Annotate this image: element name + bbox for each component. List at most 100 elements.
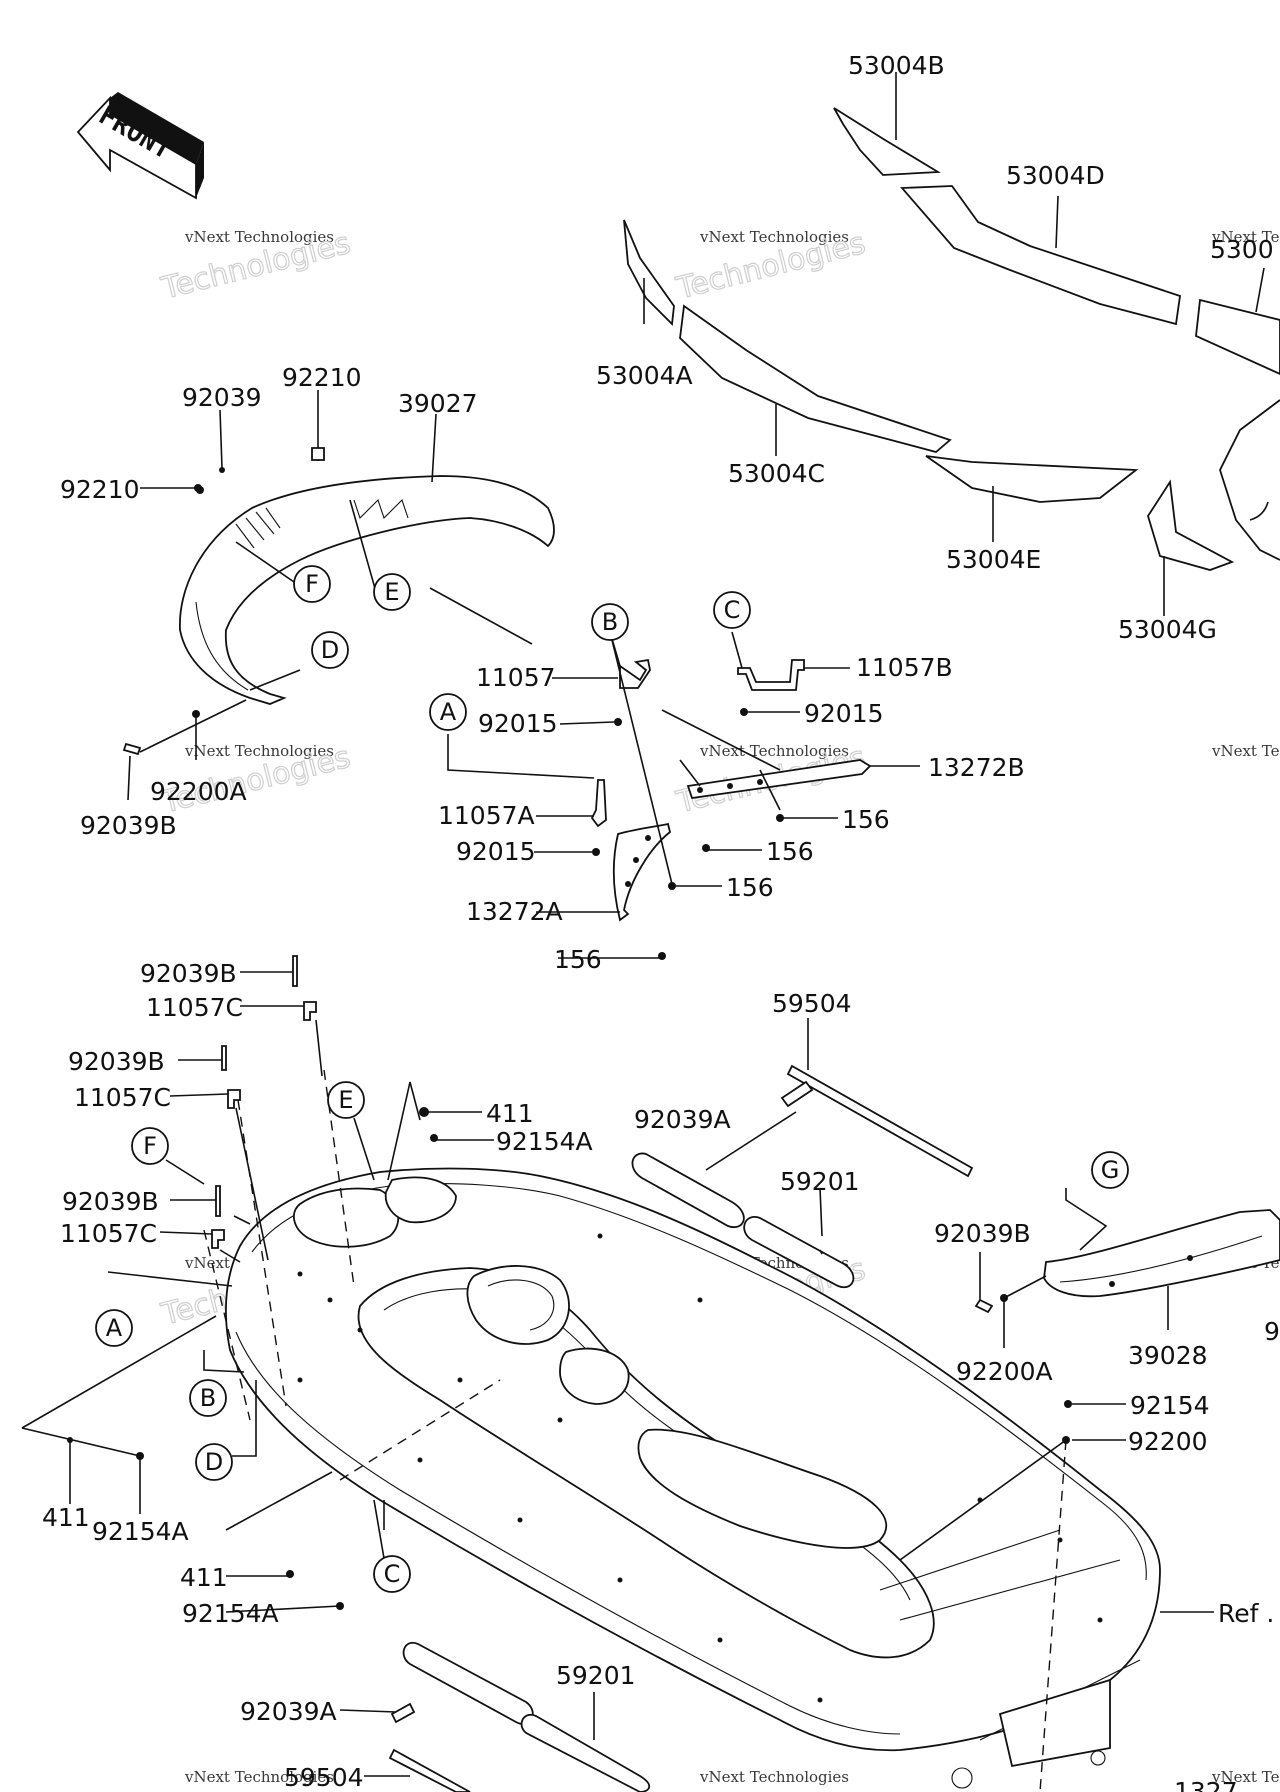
- decal-53004c: [679, 304, 952, 453]
- part-label: 411: [486, 1099, 534, 1128]
- decal-53004a: [623, 219, 675, 326]
- callout-e-top: E: [373, 573, 411, 611]
- part-label: 92200A: [150, 777, 247, 806]
- svg-text:C: C: [724, 596, 741, 624]
- svg-text:D: D: [321, 636, 339, 664]
- callout-a-low: A: [95, 1309, 133, 1347]
- part-label: 53004A: [596, 361, 693, 390]
- part-label: 13272A: [466, 897, 563, 926]
- decal-53004g: [1147, 479, 1235, 571]
- part-label: 53004B: [848, 51, 945, 80]
- part-label: 53004G: [1118, 615, 1217, 644]
- callout-a-top: A: [429, 693, 467, 731]
- part-label: 1327: [1174, 1777, 1238, 1792]
- bumper-39028: [1000, 1209, 1280, 1302]
- part-label: 92210: [282, 363, 362, 392]
- part-label: 92039A: [240, 1697, 337, 1726]
- part-label: 59504: [772, 989, 852, 1018]
- part-label: 411: [180, 1563, 228, 1592]
- callout-c-low: C: [373, 1555, 411, 1593]
- part-labels: 53004B 53004D 5300 53004A 53004C 53004E …: [42, 51, 1280, 1792]
- part-label: 11057C: [146, 993, 243, 1022]
- callout-c-top: C: [713, 591, 751, 629]
- part-label: 11057C: [74, 1083, 171, 1112]
- part-label: 92039: [182, 383, 262, 412]
- watermark-text: vNext Technologies: [699, 1768, 849, 1786]
- part-label: 156: [554, 945, 602, 974]
- callout-d-top: D: [311, 631, 349, 669]
- part-label: 5300: [1210, 235, 1274, 264]
- fasteners-lower: [67, 447, 1072, 1610]
- svg-text:B: B: [602, 608, 618, 636]
- watermark-text: vNext Technologies: [1211, 742, 1280, 760]
- svg-text:E: E: [338, 1086, 353, 1114]
- part-label: 92039B: [80, 811, 177, 840]
- svg-text:D: D: [205, 1448, 223, 1476]
- decal-53004e: [925, 455, 1139, 503]
- part-label: 156: [766, 837, 814, 866]
- part-label: 92154A: [92, 1517, 189, 1546]
- part-label: 11057A: [438, 801, 535, 830]
- part-label: 92015: [456, 837, 536, 866]
- callout-markers: A B C D E F E F G A B D C: [95, 565, 1129, 1593]
- part-label: 13272B: [928, 753, 1025, 782]
- part-label: 92015: [804, 699, 884, 728]
- part-label: 59201: [556, 1661, 636, 1690]
- part-label: 11057C: [60, 1219, 157, 1248]
- watermark-text: vNext Technologies: [699, 742, 849, 760]
- callout-d-low: D: [195, 1443, 233, 1481]
- part-label: Ref .: [1218, 1599, 1274, 1628]
- part-label: 39028: [1128, 1341, 1208, 1370]
- callout-f-mid: F: [131, 1127, 169, 1165]
- part-label: 92200A: [956, 1357, 1053, 1386]
- rails-59504-59201-bottom: [388, 1641, 651, 1792]
- leader-lines: [21, 72, 1265, 1792]
- callout-e-mid: E: [327, 1081, 365, 1119]
- part-label: 92154: [1130, 1391, 1210, 1420]
- part-label: 9: [1264, 1317, 1280, 1346]
- callout-f-top: F: [293, 565, 331, 603]
- part-label: 92210: [60, 475, 140, 504]
- watermark-text: vNext Technologies: [1211, 228, 1280, 246]
- hull-deck: [225, 1167, 1161, 1789]
- svg-text:F: F: [305, 570, 319, 598]
- part-label: 39027: [398, 389, 478, 418]
- svg-text:B: B: [200, 1384, 216, 1412]
- part-label: 11057: [476, 663, 556, 692]
- part-label: 92039B: [62, 1187, 159, 1216]
- callout-g-mid: G: [1091, 1151, 1129, 1189]
- part-label: 53004C: [728, 459, 825, 488]
- part-label: 59504: [284, 1763, 364, 1792]
- part-label: 11057B: [856, 653, 953, 682]
- part-label: 92154A: [496, 1127, 593, 1156]
- part-label: 156: [842, 805, 890, 834]
- part-label: 92039A: [634, 1105, 731, 1134]
- part-label: 92039B: [934, 1219, 1031, 1248]
- watermark-text: vNext Technologies: [1211, 1768, 1280, 1786]
- part-label: 92200: [1128, 1427, 1208, 1456]
- callout-b-top: B: [591, 603, 629, 641]
- decal-parts: [623, 107, 1280, 571]
- svg-text:A: A: [440, 698, 457, 726]
- part-label: 156: [726, 873, 774, 902]
- decal-53004d: [900, 185, 1181, 326]
- svg-text:E: E: [384, 578, 399, 606]
- brackets-and-rails: [590, 658, 872, 960]
- svg-text:G: G: [1101, 1156, 1120, 1184]
- watermark-text: vNext Technologies: [184, 1768, 334, 1786]
- watermark-text: vNext Technologies: [184, 228, 334, 246]
- watermark-text: vNext Technologies: [699, 228, 849, 246]
- svg-text:C: C: [384, 1560, 401, 1588]
- front-direction-arrow-icon: FRONT: [76, 92, 204, 200]
- part-label: 92154A: [182, 1599, 279, 1628]
- svg-text:F: F: [143, 1132, 157, 1160]
- watermark-text: vNext Technologies: [184, 742, 334, 760]
- part-label: 92015: [478, 709, 558, 738]
- callout-b-low: B: [189, 1379, 227, 1417]
- part-label: 92039B: [68, 1047, 165, 1076]
- part-label: 53004E: [946, 545, 1041, 574]
- decal-53004b: [833, 107, 941, 176]
- decal-53004-right-fragment: [1219, 399, 1280, 561]
- rails-59504-59201-top: [631, 1064, 974, 1289]
